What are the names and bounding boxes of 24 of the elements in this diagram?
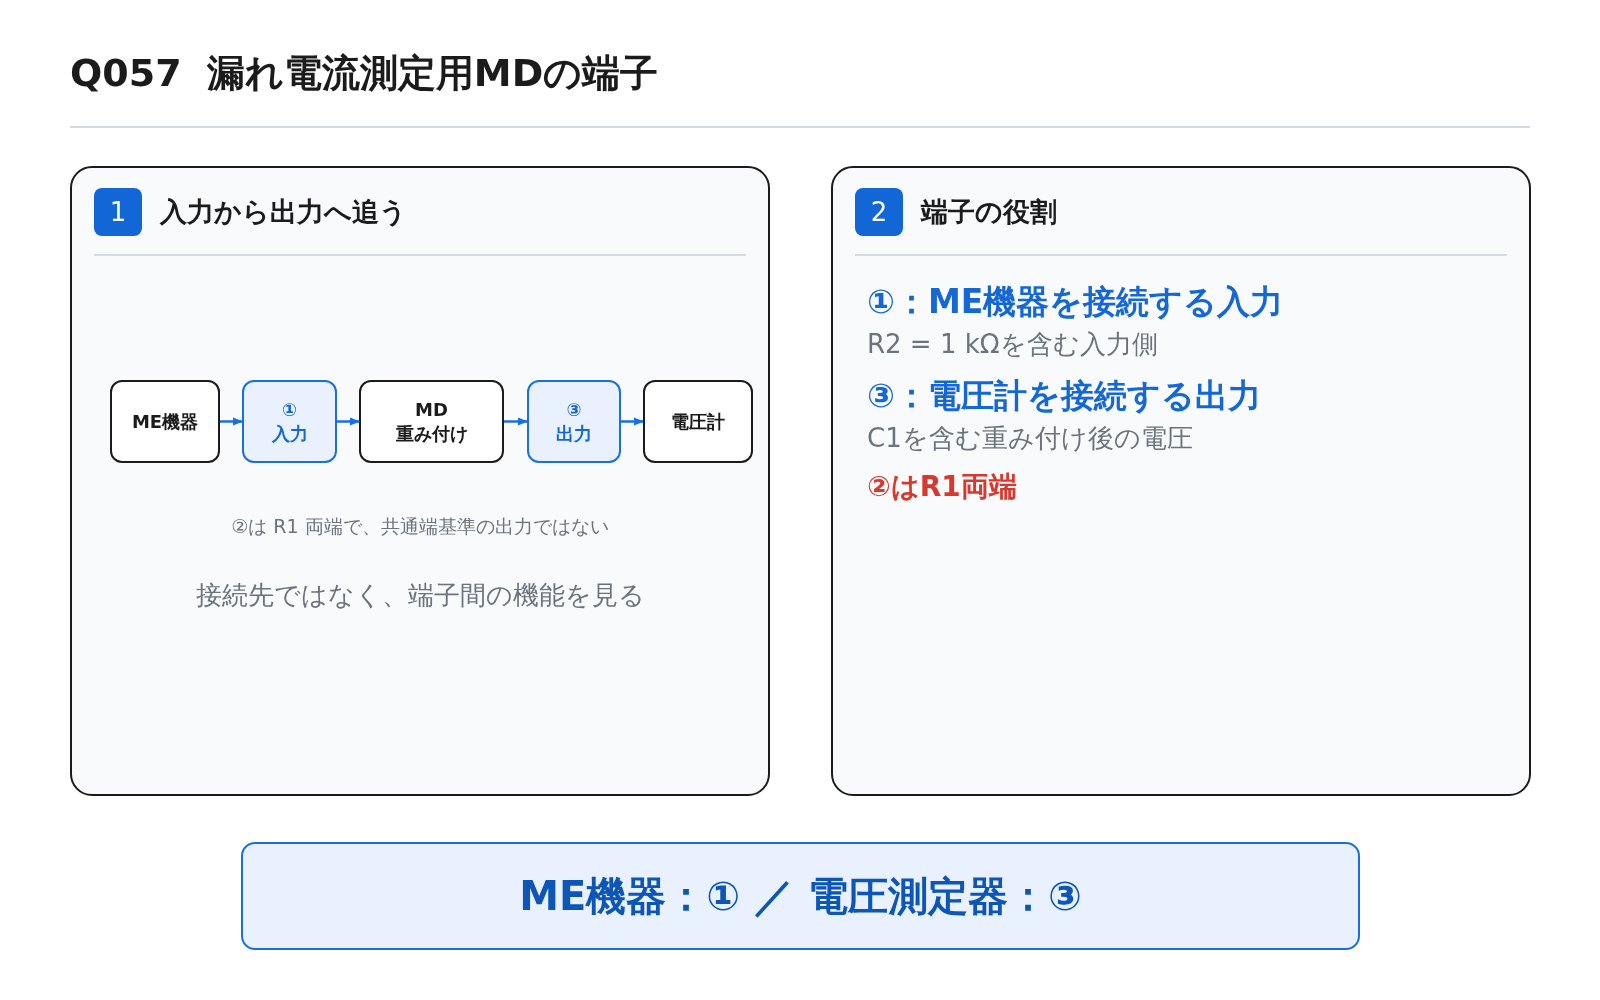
process-box: ME機器 bbox=[110, 380, 220, 463]
note-text: 接続先ではなく、端子間の機能を見る bbox=[195, 580, 645, 610]
process-box: MD 重み付け bbox=[359, 380, 504, 463]
point-heading: ③：電圧計を接続する出力 bbox=[867, 375, 1261, 417]
panel-heading: 端子の役割 bbox=[921, 195, 1057, 229]
arrow bbox=[337, 417, 360, 426]
panel-card bbox=[831, 166, 1531, 796]
note-text: ②は R1 両端で、共通端基準の出力ではない bbox=[231, 515, 609, 537]
warning-text: ②はR1両端 bbox=[867, 469, 1017, 505]
number-badge: 1 bbox=[94, 188, 142, 236]
point-text: C1を含む重み付け後の電圧 bbox=[867, 422, 1193, 455]
arrow bbox=[220, 417, 243, 426]
point-text: R2 = 1 kΩを含む入力側 bbox=[867, 328, 1158, 361]
terminal-box: ① 入力 bbox=[242, 380, 337, 463]
process-box: 電圧計 bbox=[643, 380, 753, 463]
panel-heading: 入力から出力へ追う bbox=[160, 195, 407, 229]
arrow bbox=[504, 417, 528, 426]
summary-box: ME機器：① ／ 電圧測定器：③ bbox=[241, 842, 1360, 950]
panel-card bbox=[70, 166, 770, 796]
point-heading: ①：ME機器を接続する入力 bbox=[867, 281, 1284, 323]
page-title: Q057 漏れ電流測定用MDの端子 bbox=[70, 50, 659, 97]
number-badge: 2 bbox=[855, 188, 903, 236]
arrow bbox=[621, 417, 644, 426]
terminal-box: ③ 出力 bbox=[527, 380, 621, 463]
